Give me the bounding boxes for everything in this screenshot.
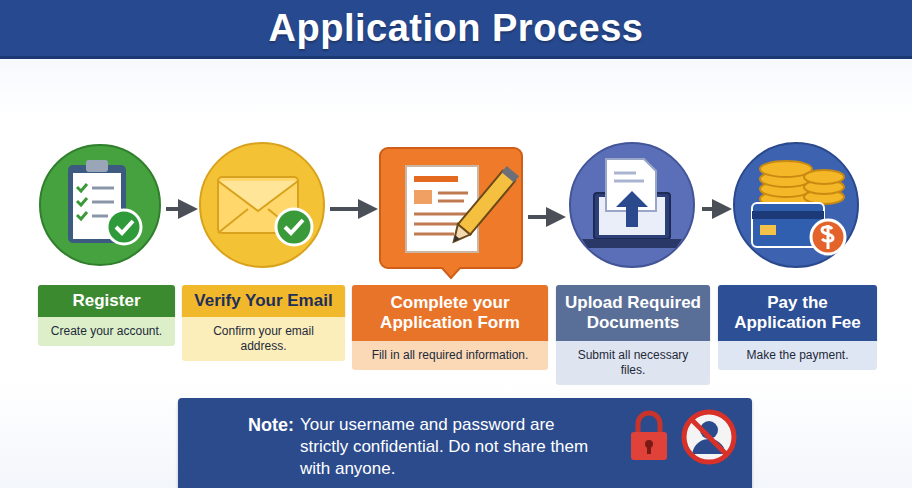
step-heading: Pay the Application Fee xyxy=(718,285,877,341)
flow-arrow xyxy=(702,207,728,211)
step-description: Submit all necessary files. xyxy=(556,341,710,385)
clipboard-icon xyxy=(38,143,162,267)
icon-space xyxy=(182,129,345,285)
payment-icon xyxy=(732,141,860,269)
title-holder: Application Process xyxy=(0,0,912,56)
upload-icon xyxy=(566,141,698,269)
lock-icon xyxy=(626,408,672,464)
form-icon xyxy=(378,146,524,280)
flow-arrow xyxy=(330,207,374,211)
icon-space xyxy=(718,129,877,285)
step-box: Pay the Application FeeMake the payment. xyxy=(718,129,877,370)
flow-arrow xyxy=(166,207,194,211)
step-heading: Complete your Application Form xyxy=(352,285,548,341)
step-description: Make the payment. xyxy=(718,341,877,370)
icon-space xyxy=(352,129,548,285)
flow-arrow xyxy=(528,215,562,219)
step-box: Verify Your EmailConfirm your email addr… xyxy=(182,129,345,361)
icon-space xyxy=(556,129,710,285)
step-box: Upload Required DocumentsSubmit all nece… xyxy=(556,129,710,385)
envelope-icon xyxy=(198,141,326,269)
step-description: Create your account. xyxy=(38,317,175,346)
step-heading: Register xyxy=(38,285,175,317)
note-text: Your username and password are strictly … xyxy=(300,414,602,480)
note-label: Note: xyxy=(248,414,294,437)
step-box: RegisterCreate your account. xyxy=(38,129,175,346)
step-description: Confirm your email address. xyxy=(182,317,345,361)
diagram-title: Application Process xyxy=(269,7,644,50)
step-heading: Verify Your Email xyxy=(182,285,345,317)
step-heading: Upload Required Documents xyxy=(556,285,710,341)
step-box: Complete your Application FormFill in al… xyxy=(352,129,548,370)
step-description: Fill in all required information. xyxy=(352,341,548,370)
no-share-icon xyxy=(680,408,738,466)
icon-space xyxy=(38,129,175,285)
